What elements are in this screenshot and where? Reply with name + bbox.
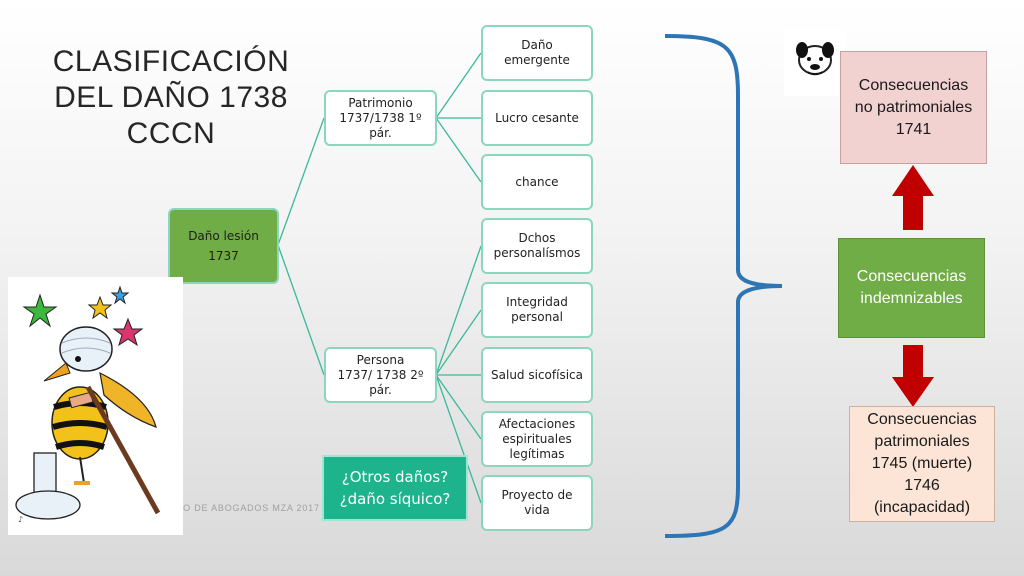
down-arrow-icon xyxy=(892,345,934,407)
node-dano-lesion-label: Daño lesión xyxy=(188,229,259,243)
connector-patrimonio-emergente xyxy=(435,52,482,119)
box-consecuencias-no-patrimoniales: Consecuencias no patrimoniales 1741 xyxy=(840,51,987,164)
node-persona: Persona 1737/ 1738 2º pár. xyxy=(324,347,437,403)
node-salud-sicofisica: Salud sicofísica xyxy=(481,347,593,403)
node-lucro-cesante: Lucro cesante xyxy=(481,90,593,146)
node-afectaciones-espirituales: Afectaciones espirituales legítimas xyxy=(481,411,593,467)
patrimoniales-line-2: patrimoniales xyxy=(874,433,970,450)
node-dano-emergente-label: Daño emergente xyxy=(504,38,570,67)
otros-danos-line-1: ¿Otros daños? xyxy=(341,468,449,486)
node-chance-label: chance xyxy=(515,174,559,189)
box-consecuencias-indemnizables: Consecuencias indemnizables xyxy=(838,238,985,338)
node-chance: chance xyxy=(481,154,593,210)
star-icon xyxy=(112,317,144,347)
connector-persona-proyecto xyxy=(435,374,482,504)
star-icon xyxy=(110,285,130,305)
injured-bird-cartoon: ♪ xyxy=(8,277,183,535)
node-proyecto-de-vida: Proyecto de vida xyxy=(481,475,593,531)
node-patrimonio: Patrimonio 1737/1738 1º pár. xyxy=(324,90,437,146)
node-dchos-personalismos: Dchos personalísmos xyxy=(481,218,593,274)
title-line-1: CLASIFICACIÓN xyxy=(52,45,290,78)
patrimoniales-line-4: 1746 xyxy=(904,477,940,494)
node-dano-emergente: Daño emergente xyxy=(481,25,593,81)
dog-sketch-icon xyxy=(784,30,846,96)
node-dano-lesion-article: 1737 xyxy=(208,249,239,263)
title-line-3: CCCN xyxy=(126,117,216,150)
connector-persona-afectaciones xyxy=(435,374,482,440)
indemnizables-line-2: indemnizables xyxy=(860,290,963,307)
otros-danos-box: ¿Otros daños? ¿daño síquico? xyxy=(322,455,468,521)
connector-patrimonio-chance xyxy=(435,117,482,183)
svg-text:♪: ♪ xyxy=(18,515,23,524)
star-icon xyxy=(22,293,58,328)
no-patrimoniales-line-2: no patrimoniales xyxy=(854,98,973,116)
node-patrimonio-ref: 1737/1738 1º pár. xyxy=(339,110,422,140)
footer-text: GIO DE ABOGADOS MZA 2017 xyxy=(172,503,320,513)
node-persona-ref: 1737/ 1738 2º pár. xyxy=(337,367,424,397)
node-lucro-cesante-label: Lucro cesante xyxy=(495,110,579,125)
otros-danos-line-2: ¿daño síquico? xyxy=(339,490,451,508)
no-patrimoniales-line-1: Consecuencias xyxy=(858,76,969,94)
node-salud-sicofisica-label: Salud sicofísica xyxy=(491,367,583,382)
page-title: CLASIFICACIÓN DEL DAÑO 1738 CCCN xyxy=(40,44,302,152)
patrimoniales-line-1: Consecuencias xyxy=(867,411,977,428)
star-icon xyxy=(87,295,113,320)
brace-icon xyxy=(664,34,783,538)
node-afectaciones-espirituales-label: Afectaciones espirituales legítimas xyxy=(498,416,576,461)
connector-root-patrimonio xyxy=(277,117,325,246)
patrimoniales-line-3: 1745 (muerte) xyxy=(871,455,973,472)
title-line-2: DEL DAÑO 1738 xyxy=(54,81,288,114)
patrimoniales-line-5: (incapacidad) xyxy=(873,499,971,516)
box-consecuencias-patrimoniales: Consecuencias patrimoniales 1745 (muerte… xyxy=(849,406,995,522)
node-patrimonio-label: Patrimonio xyxy=(348,95,413,110)
node-proyecto-de-vida-label: Proyecto de vida xyxy=(501,488,573,517)
connector-root-persona xyxy=(277,244,325,376)
node-dano-lesion: Daño lesión 1737 xyxy=(168,208,279,284)
node-integridad-personal: Integridad personal xyxy=(481,282,593,338)
node-persona-label: Persona xyxy=(356,352,405,367)
indemnizables-line-1: Consecuencias xyxy=(856,268,967,285)
connector-persona-dchos xyxy=(435,245,482,376)
no-patrimoniales-line-3: 1741 xyxy=(895,120,932,138)
up-arrow-icon xyxy=(892,165,934,230)
connector-persona-integridad xyxy=(435,309,482,376)
node-integridad-personal-label: Integridad personal xyxy=(506,295,568,324)
node-dchos-personalismos-label: Dchos personalísmos xyxy=(493,231,581,260)
